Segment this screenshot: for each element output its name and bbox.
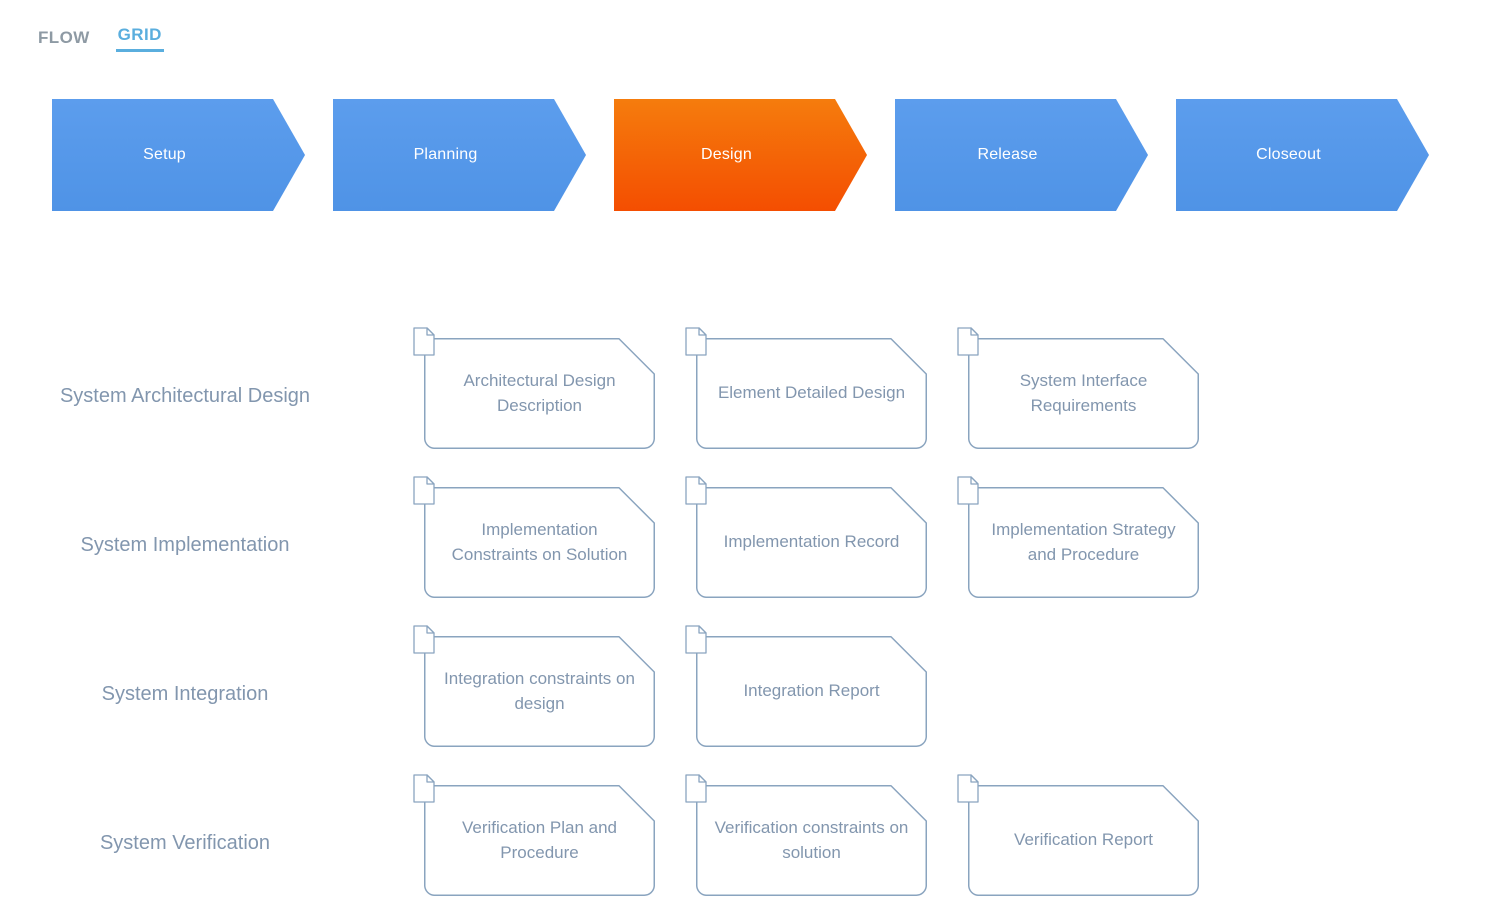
document-card-outline	[968, 785, 1199, 897]
stage-chevron-planning[interactable]: Planning	[333, 99, 586, 211]
grid-cell: Verification Report	[957, 769, 1199, 918]
stage-chevron-label: Closeout	[1256, 146, 1321, 163]
document-icon	[413, 625, 435, 654]
document-card[interactable]: Architectural Design Description	[413, 327, 655, 450]
document-card[interactable]: Integration constraints on design	[413, 625, 655, 748]
grid-row-label: System Implementation	[80, 534, 290, 556]
document-card[interactable]: Verification constraints on solution	[685, 774, 927, 897]
document-icon	[685, 476, 707, 505]
document-icon	[685, 327, 707, 356]
document-card[interactable]: Integration Report	[685, 625, 927, 748]
grid-row-label: System Architectural Design	[59, 385, 311, 407]
document-card-outline	[968, 338, 1199, 450]
tab-flow[interactable]: FLOW	[36, 29, 92, 52]
grid-cell: System Interface Requirements	[957, 322, 1199, 471]
document-card-outline	[696, 338, 927, 450]
view-mode-tabs: FLOW GRID	[36, 18, 164, 52]
grid-cell: Implementation Record	[685, 471, 927, 620]
deliverables-grid: System Architectural Design Architectural…	[0, 322, 1489, 918]
document-icon	[413, 774, 435, 803]
document-card[interactable]: Implementation Strategy and Procedure	[957, 476, 1199, 599]
stage-chevron-setup[interactable]: Setup	[52, 99, 305, 211]
document-card-outline	[696, 487, 927, 599]
stage-chevron-label: Release	[977, 146, 1038, 163]
stage-chevron-release[interactable]: Release	[895, 99, 1148, 211]
stage-chevron-design[interactable]: Design	[614, 99, 867, 211]
document-icon	[957, 774, 979, 803]
document-card[interactable]: System Interface Requirements	[957, 327, 1199, 450]
document-card-outline	[424, 785, 655, 897]
document-icon	[957, 476, 979, 505]
grid-row-label: System Verification	[99, 832, 271, 854]
document-card-outline	[424, 487, 655, 599]
stage-chevron-closeout[interactable]: Closeout	[1176, 99, 1429, 211]
document-icon	[413, 476, 435, 505]
tab-grid[interactable]: GRID	[115, 26, 164, 52]
grid-row: System Implementation Implementation Cons…	[0, 471, 1489, 620]
grid-cell: Implementation Constraints on Solution	[413, 471, 655, 620]
document-icon	[413, 327, 435, 356]
document-icon	[685, 774, 707, 803]
grid-cell: Implementation Strategy and Procedure	[957, 471, 1199, 620]
grid-cell: Verification constraints on solution	[685, 769, 927, 918]
grid-row: System Architectural Design Architectural…	[0, 322, 1489, 471]
grid-cell: Integration Report	[685, 620, 927, 769]
document-icon	[957, 327, 979, 356]
grid-cell: Element Detailed Design	[685, 322, 927, 471]
grid-cell: Integration constraints on design	[413, 620, 655, 769]
document-card[interactable]: Verification Report	[957, 774, 1199, 897]
grid-row: System Integration Integration constraint…	[0, 620, 1489, 769]
document-card[interactable]: Implementation Constraints on Solution	[413, 476, 655, 599]
document-card-outline	[696, 636, 927, 748]
stage-chevron-label: Planning	[413, 146, 478, 163]
document-card[interactable]: Verification Plan and Procedure	[413, 774, 655, 897]
document-card-outline	[968, 487, 1199, 599]
grid-row: System Verification Verification Plan and…	[0, 769, 1489, 918]
stage-chevron-label: Design	[700, 146, 752, 163]
stage-chevron-bar: Setup Planning Design Release Closeout	[52, 99, 1432, 211]
grid-row-label: System Integration	[101, 683, 269, 705]
document-card[interactable]: Implementation Record	[685, 476, 927, 599]
document-card-outline	[424, 636, 655, 748]
grid-cell: Architectural Design Description	[413, 322, 655, 471]
document-card-outline	[424, 338, 655, 450]
document-card[interactable]: Element Detailed Design	[685, 327, 927, 450]
grid-cell: Verification Plan and Procedure	[413, 769, 655, 918]
stage-chevron-label: Setup	[143, 146, 186, 163]
document-card-outline	[696, 785, 927, 897]
document-icon	[685, 625, 707, 654]
